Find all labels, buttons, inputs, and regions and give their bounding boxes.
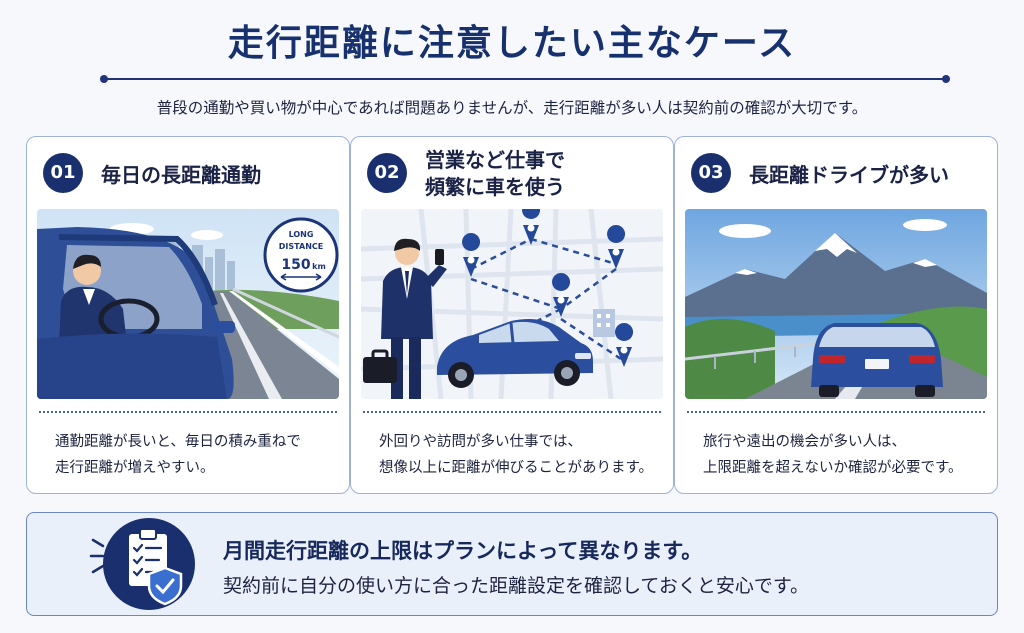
card-divider <box>39 411 337 413</box>
card-text-line: 旅行や遠出の機会が多い人は、 <box>703 434 906 450</box>
card-title: 毎日の長距離通勤 <box>101 163 261 187</box>
mountain-drive-icon <box>685 209 987 399</box>
sign-label-long: LONG <box>289 230 314 239</box>
card-text-line: 上限距離を超えないか確認が必要です。 <box>703 460 963 476</box>
clipboard-shield-icon <box>89 512 195 616</box>
sign-label-distance: DISTANCE <box>279 242 323 251</box>
page-title: 走行距離に注意したい主なケース <box>227 23 797 64</box>
sign-distance-value: 150 <box>281 257 310 273</box>
card-description: 外回りや訪問が多い仕事では、 想像以上に距離が伸びることがあります。 <box>379 429 659 481</box>
case-card-business: 02 営業など仕事で 頻繁に車を使う <box>350 136 674 494</box>
card-title-line: 営業など仕事で <box>425 148 565 172</box>
page-subtitle: 普段の通勤や買い物が中心であれば問題ありませんが、走行距離が多い人は契約前の確認… <box>156 99 868 117</box>
card-description: 旅行や遠出の機会が多い人は、 上限距離を超えないか確認が必要です。 <box>703 429 983 481</box>
card-number-badge: 02 <box>367 153 407 193</box>
card-number-badge: 01 <box>43 153 83 193</box>
card-header: 03 長距離ドライブが多い <box>675 137 997 209</box>
card-text-line: 走行距離が増えやすい。 <box>55 460 215 476</box>
card-title: 長距離ドライブが多い <box>749 163 949 187</box>
commute-car-icon: LONG DISTANCE 150 km <box>37 209 339 399</box>
card-text-line: 想像以上に距離が伸びることがあります。 <box>379 460 654 476</box>
card-text-line: 外回りや訪問が多い仕事では、 <box>379 434 582 450</box>
card-divider <box>363 411 661 413</box>
card-divider <box>687 411 985 413</box>
note-body: 契約前に自分の使い方に合った距離設定を確認しておくと安心です。 <box>223 575 809 597</box>
case-card-commute: 01 毎日の長距離通勤 <box>26 136 350 494</box>
card-number-badge: 03 <box>691 153 731 193</box>
sign-distance-unit: km <box>312 262 326 271</box>
card-text-line: 通勤距離が長いと、毎日の積み重ねで <box>55 434 301 450</box>
card-title: 営業など仕事で 頻繁に車を使う <box>425 147 663 201</box>
case-card-long-drive: 03 長距離ドライブが多い <box>674 136 998 494</box>
note-headline: 月間走行距離の上限はプランによって異なります。 <box>223 539 703 563</box>
map-route-icon <box>361 209 663 399</box>
title-divider <box>100 75 950 83</box>
card-header: 02 営業など仕事で 頻繁に車を使う <box>351 137 673 209</box>
card-title-line: 頻繁に車を使う <box>425 175 565 199</box>
note-banner: 月間走行距離の上限はプランによって異なります。 契約前に自分の使い方に合った距離… <box>26 512 998 616</box>
card-description: 通勤距離が長いと、毎日の積み重ねで 走行距離が増えやすい。 <box>55 429 335 481</box>
card-header: 01 毎日の長距離通勤 <box>27 137 349 209</box>
